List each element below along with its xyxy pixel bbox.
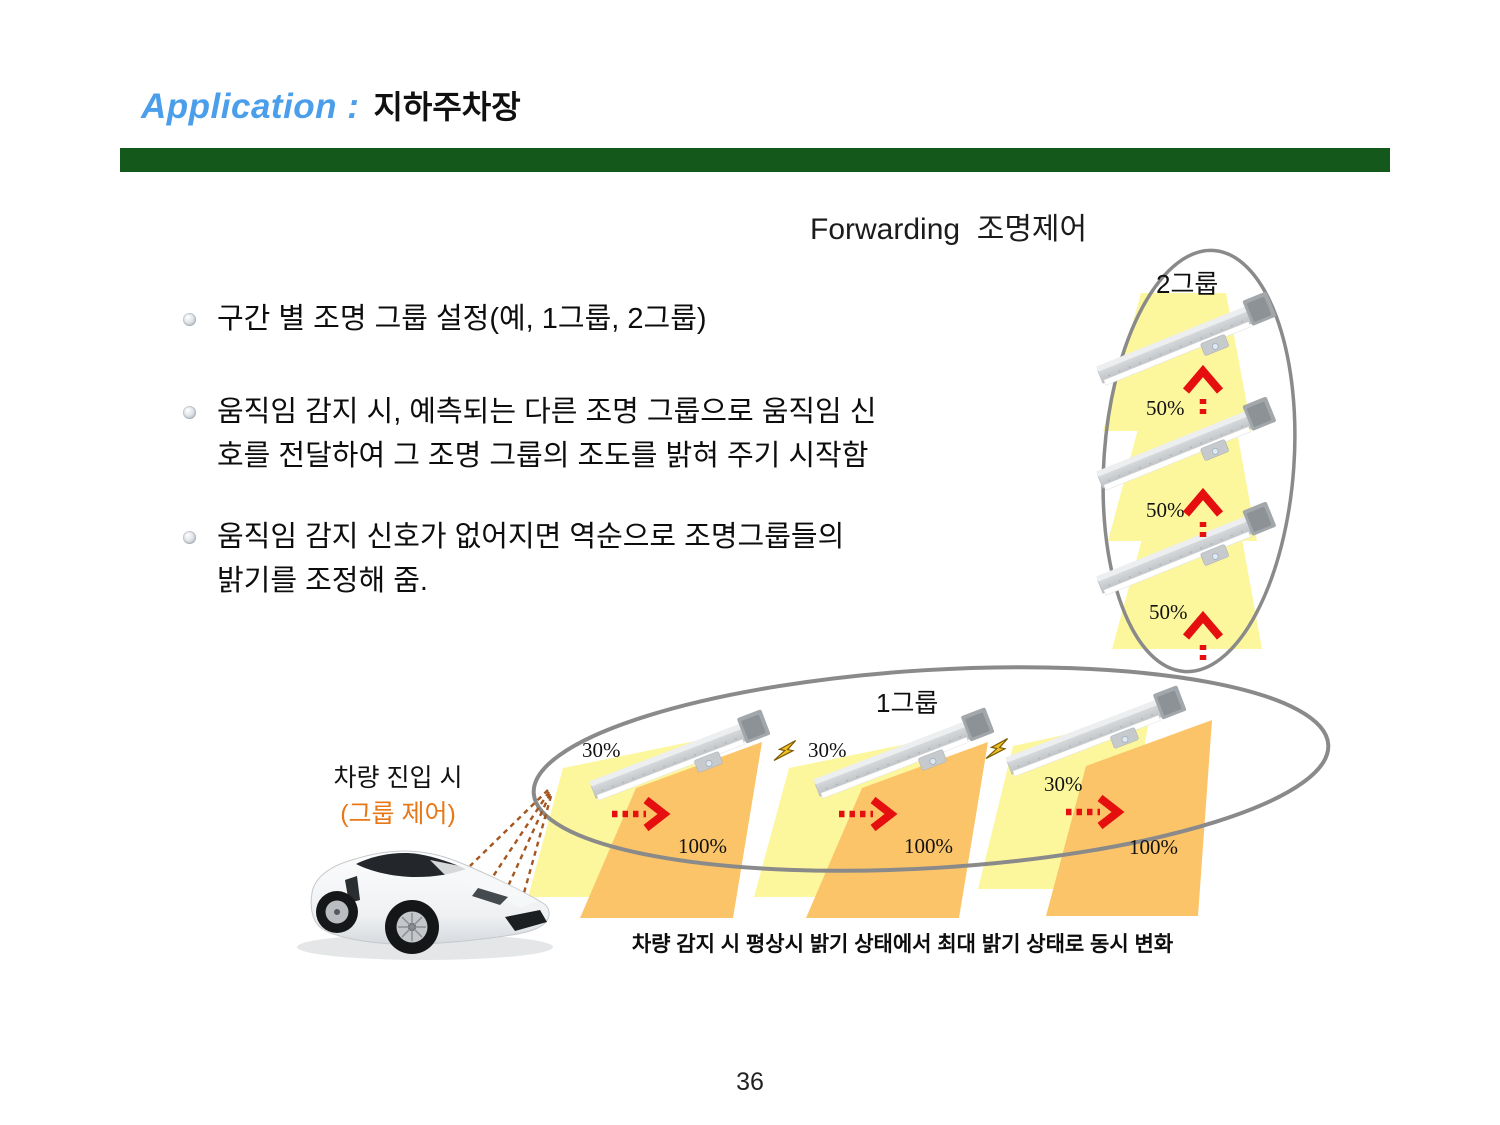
group1-cluster: 1그룹 30% 30% 30% 100% 100% 100%: [528, 665, 1331, 918]
group1-label: 1그룹: [876, 688, 938, 718]
car-front-wheel: [385, 900, 439, 954]
bullet-line: 움직임 감지 신호가 없어지면 역순으로 조명그룹들의: [217, 521, 845, 553]
brightness-label: 100%: [678, 834, 727, 858]
car-headlight: [472, 888, 508, 905]
brightness-label: 30%: [1044, 772, 1083, 796]
wireless-signal-icon: [985, 734, 1009, 763]
light-cone-100: [1046, 720, 1212, 916]
brightness-label: 50%: [1146, 498, 1185, 522]
brightness-label: 50%: [1149, 600, 1188, 624]
detection-lines: [469, 789, 553, 901]
bullet-text: 구간 별 조명 그룹 설정(예, 1그룹, 2그룹): [217, 297, 707, 341]
group2-label: 2그룹: [1156, 269, 1218, 299]
car-entry-label-line: 차량 진입 시: [333, 764, 463, 792]
title-divider-bar: [120, 148, 1390, 172]
car-body: [310, 850, 550, 945]
car-hood-highlight: [430, 860, 538, 908]
section-title: Forwarding 조명제어: [810, 213, 1088, 246]
light-cone-100: [580, 742, 762, 918]
wireless-signal-icon: [773, 736, 797, 765]
group2-cluster: 2그룹 50% 50% 50%: [1093, 248, 1297, 674]
diagram-caption: 차량 감지 시 평상시 밝기 상태에서 최대 밝기 상태로 동시 변화: [631, 933, 1174, 956]
motion-forward-arrow-right: [839, 796, 898, 832]
bullet-line: 움직임 감지 시, 예측되는 다른 조명 그룹으로 움직임 신: [217, 396, 877, 428]
brightness-label: 100%: [904, 834, 953, 858]
car-grille: [505, 910, 547, 931]
page-title-main: 지하주차장: [373, 89, 521, 125]
car-illustration: [297, 850, 553, 960]
car-entry-label: 차량 진입 시 (그룹 제어): [313, 760, 483, 832]
light-cone-100: [806, 742, 988, 918]
brightness-label: 30%: [808, 738, 847, 762]
page-title-accent: Application :: [141, 87, 360, 126]
bullet-text: 움직임 감지 시, 예측되는 다른 조명 그룹으로 움직임 신 호를 전달하여 …: [217, 390, 876, 478]
motion-forward-arrow-right: [612, 796, 671, 832]
brightness-label: 30%: [582, 738, 621, 762]
bullet-icon: [183, 406, 196, 419]
bullet-icon: [183, 531, 196, 544]
bullet-text: 움직임 감지 신호가 없어지면 역순으로 조명그룹들의 밝기를 조정해 줌.: [217, 515, 844, 603]
brightness-label: 50%: [1146, 396, 1185, 420]
car-windshield: [356, 853, 466, 877]
page-title: Application : 지하주차장: [141, 82, 521, 128]
group1-ellipse: [531, 665, 1331, 873]
motion-forward-arrow-up: [1182, 610, 1224, 662]
bullet-item-2: 움직임 감지 시, 예측되는 다른 조명 그룹으로 움직임 신 호를 전달하여 …: [183, 390, 1043, 478]
motion-forward-arrow-up: [1182, 364, 1224, 416]
motion-forward-arrow-up: [1182, 487, 1224, 539]
group-control-label: (그룹 제어): [340, 800, 456, 828]
car-rear-wheel: [316, 891, 358, 933]
bullet-icon: [183, 313, 196, 326]
bullet-item-1: 구간 별 조명 그룹 설정(예, 1그룹, 2그룹): [183, 297, 1043, 341]
brightness-label: 100%: [1129, 835, 1178, 859]
motion-forward-arrow-right: [1066, 794, 1125, 830]
bullet-item-3: 움직임 감지 신호가 없어지면 역순으로 조명그룹들의 밝기를 조정해 줌.: [183, 515, 1043, 603]
bullet-line: 호를 전달하여 그 조명 그룹의 조도를 밝혀 주기 시작함: [217, 440, 869, 472]
bullet-line: 구간 별 조명 그룹 설정(예, 1그룹, 2그룹): [217, 303, 707, 335]
page-number: 36: [736, 1068, 764, 1096]
bullet-line: 밝기를 조정해 줌.: [217, 565, 428, 597]
group2-ellipse: [1101, 248, 1297, 674]
